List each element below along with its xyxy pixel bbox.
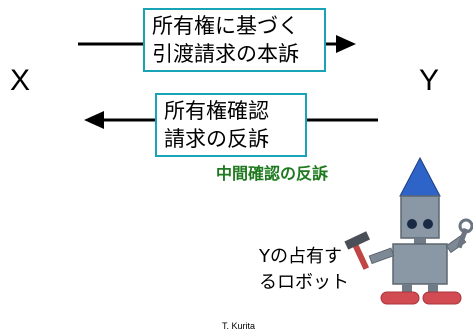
hammer-icon [344, 231, 370, 270]
wrench-icon [456, 218, 473, 249]
party-x-label: X [10, 64, 31, 97]
robot-head [400, 195, 440, 239]
robot-leg-right [428, 284, 438, 296]
robot-body [392, 243, 448, 285]
robot-foot-left [380, 291, 420, 305]
robot-caption: Yの占有す るロボット [259, 244, 349, 296]
counter-claim-line-1: 所有権確認 [164, 99, 269, 123]
counter-claim-line-2: 請求の反訴 [164, 127, 269, 151]
robot-foot-right [422, 291, 462, 305]
robot-leg-left [402, 284, 412, 296]
main-claim-box: 所有権に基づく 引渡請求の本訴 [143, 8, 326, 72]
party-y-label: Y [419, 64, 440, 97]
robot-arm-left [368, 247, 395, 265]
robot-eye-left [407, 219, 417, 229]
interim-claim-label: 中間確認の反訴 [216, 164, 329, 183]
robot-eye-right [423, 219, 433, 229]
robot-caption-line-2: るロボット [259, 272, 349, 293]
counter-claim-box: 所有権確認 請求の反訴 [155, 93, 307, 157]
footer-author: T. Kurita [222, 321, 256, 331]
robot-neck [414, 238, 426, 244]
main-claim-line-2: 引渡請求の本訴 [152, 42, 299, 66]
robot-caption-line-1: Yの占有す [259, 246, 342, 267]
main-claim-line-1: 所有権に基づく [152, 14, 299, 38]
robot-cone-hat [399, 156, 441, 197]
